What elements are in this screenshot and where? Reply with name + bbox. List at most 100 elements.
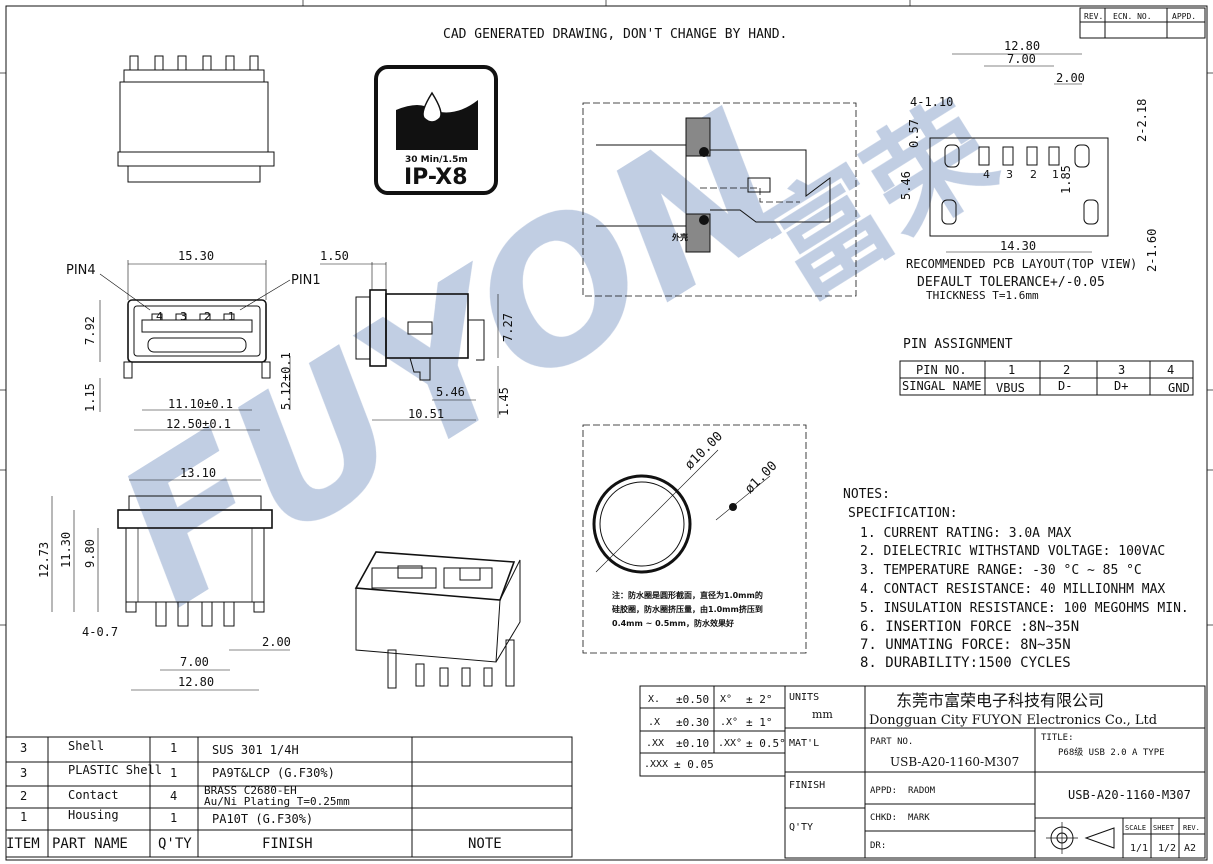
pcb-dim-slot: 4-1.10: [910, 95, 953, 109]
pcb-dim-w3: 14.30: [1000, 239, 1036, 253]
bom-r2-part: PLASTIC Shell: [68, 763, 162, 777]
bom-r1-part: Shell: [68, 739, 104, 753]
tol-r2-a: .X: [648, 717, 660, 728]
note-4: 4. CONTACT RESISTANCE: 40 MILLIONHM MAX: [860, 582, 1165, 597]
pin-header-2: 2: [1063, 363, 1070, 377]
bom-r3-item: 2: [20, 789, 27, 803]
tol-r3-c: .XX°: [718, 738, 742, 749]
gasket-note-2: 硅胶圈，防水圈挤压量，由1.0mm挤压到: [612, 604, 763, 614]
bom-table: 3 Shell 1 SUS 301 1/4H 3 PLASTIC Shell 1…: [5, 736, 573, 858]
side-dim-inner: 5.46: [436, 385, 465, 399]
tol-r2-c: .X°: [720, 717, 738, 728]
pin-header-1: 1: [1008, 363, 1015, 377]
note-6: 6. INSERTION FORCE :8N~35N: [860, 619, 1079, 635]
tolerance-block: X. ±0.50 X° ± 2° .X ±0.30 .X° ± 1° .XX ±…: [639, 685, 786, 777]
pin-header-4: 4: [1167, 363, 1174, 377]
side-dim-height: 7.27: [501, 313, 515, 342]
note-3: 3. TEMPERATURE RANGE: -30 °C ~ 85 °C: [860, 563, 1142, 578]
appd-value: RADOM: [908, 786, 936, 796]
pin-header-3: 3: [1118, 363, 1125, 377]
top-view: [117, 55, 275, 183]
front-pin-3: 3: [180, 310, 187, 323]
pin-row-label: SINGAL NAME: [902, 379, 981, 393]
bom-header-qty: Q'TY: [158, 836, 192, 852]
scale-value: 1/1: [1130, 843, 1148, 854]
pcb-dim-pad: 1.85: [1059, 165, 1073, 194]
scale-label: SCALE: [1125, 824, 1146, 832]
note-8: 8. DURABILITY:1500 CYCLES: [860, 655, 1071, 671]
front-pin-2: 2: [204, 310, 211, 323]
pin-row-2: D-: [1058, 379, 1072, 393]
pcb-dim-side2: 2-1.60: [1145, 229, 1159, 272]
bom-r3-plating: Au/Ni Plating T=0.25mm: [204, 795, 350, 808]
bottom-dim-h3: 9.80: [83, 539, 97, 568]
tol-r1-a: X.: [648, 694, 660, 705]
shell-cn-label: 外壳: [672, 232, 688, 242]
pcb-layout: 4 3 2 1 12.80 7.00 2.00 4-1.10 0.57 2-2.…: [899, 39, 1159, 302]
front-view: 4 3 2 1 15.30 PIN4 PIN1 7.92 1.15 11.10±…: [66, 249, 321, 431]
bom-r1-qty: 1: [170, 741, 177, 755]
water-icon: [396, 100, 478, 150]
drawing-number: USB-A20-1160-M307: [1068, 788, 1191, 802]
ecn-header: ECN. NO.: [1113, 12, 1152, 21]
bom-r1-finish: SUS 301 1/4H: [212, 743, 299, 757]
dim-bottom: 1.15: [83, 383, 97, 412]
dim-height: 7.92: [83, 316, 97, 345]
bom-r4-part: Housing: [68, 808, 119, 822]
tol-r2-b: ±0.30: [676, 716, 709, 729]
bottom-dim-h1: 12.73: [37, 542, 51, 578]
pcb-pin-4: 4: [983, 168, 990, 181]
projection-symbol-icon: [1046, 822, 1115, 854]
appd-label: APPD:: [870, 786, 897, 796]
bom-r3-part: Contact: [68, 788, 119, 802]
appd-header: APPD.: [1172, 12, 1196, 21]
pin-assignment-title: PIN ASSIGNMENT: [903, 337, 1013, 352]
title-value: P68级 USB 2.0 A TYPE: [1058, 746, 1165, 758]
bottom-view: 13.10 12.73 11.30 9.80 4-0.7 2.00 7.00 1…: [37, 466, 291, 691]
border-ticks: [0, 0, 1213, 626]
bottom-dim-pitch: 2.00: [262, 635, 291, 649]
bom-header-note: NOTE: [468, 836, 502, 852]
pcb-pin-3: 3: [1006, 168, 1013, 181]
sheet-value: 1/2: [1158, 843, 1176, 854]
pcb-thickness: THICKNESS T=1.6mm: [926, 289, 1039, 302]
revision-block: REV. ECN. NO. APPD.: [1079, 7, 1206, 39]
rev-label: REV.: [1183, 824, 1200, 832]
tol-r4-a: .XXX: [644, 759, 668, 770]
tol-r4-b: ± 0.05: [674, 758, 714, 771]
chkd-label: CHKD:: [870, 813, 897, 823]
bom-r3-finish: BRASS C2680-EH: [204, 784, 297, 797]
bom-r2-qty: 1: [170, 766, 177, 780]
bottom-dim-outer: 12.80: [178, 675, 214, 689]
pin1-label: PIN1: [291, 273, 321, 288]
bom-header-part: PART NAME: [52, 836, 128, 852]
bom-r1-item: 3: [20, 741, 27, 755]
bottom-dim-top: 13.10: [180, 466, 216, 480]
tol-r3-a: .XX: [646, 738, 664, 749]
gasket-note-3: 0.4mm ~ 0.5mm，防水效果好: [612, 618, 734, 628]
tol-r1-d: ± 2°: [746, 693, 773, 706]
pcb-dim-w1: 12.80: [1004, 39, 1040, 53]
tol-r1-c: X°: [720, 694, 732, 705]
side-dim-top: 1.50: [320, 249, 349, 263]
bom-r2-item: 3: [20, 766, 27, 780]
company-cn: 东莞市富荣电子科技有限公司: [896, 691, 1104, 710]
bottom-dim-inner: 7.00: [180, 655, 209, 669]
notes-title: NOTES:: [843, 487, 890, 502]
side-dim-width: 10.51: [408, 407, 444, 421]
units-label: UNITS: [789, 692, 819, 703]
pin-header-label: PIN NO.: [916, 363, 967, 377]
dim-inner: 11.10±0.1: [168, 397, 233, 411]
qty-label: Q'TY: [789, 822, 813, 833]
company-en: Dongguan City FUYON Electronics Co., Ltd: [869, 713, 1157, 728]
pin-row-3: D+: [1114, 379, 1128, 393]
pin-assignment: PIN ASSIGNMENT PIN NO. 1 2 3 4 SINGAL NA…: [899, 337, 1194, 396]
bom-r4-item: 1: [20, 810, 27, 824]
pin-row-1: VBUS: [996, 381, 1025, 395]
bom-r4-finish: PA10T (G.F30%): [212, 812, 313, 826]
tol-r3-b: ±0.10: [676, 737, 709, 750]
finish-label: FINISH: [789, 780, 825, 791]
pcb-dim-w2: 7.00: [1007, 52, 1036, 66]
gasket-note-1: 注：防水圈是圆形截面，直径为1.0mm的: [612, 590, 763, 600]
note-2: 2. DIELECTRIC WITHSTAND VOLTAGE: 100VAC: [860, 544, 1165, 559]
